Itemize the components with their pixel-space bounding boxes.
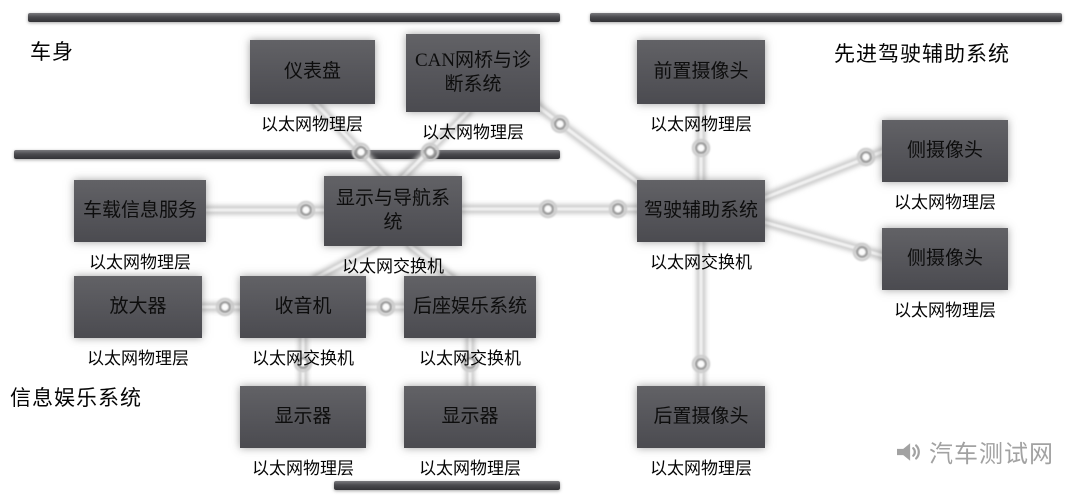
layer-label-driver-assist: 以太网交换机 — [650, 253, 752, 272]
layer-label-front-camera: 以太网物理层 — [650, 115, 752, 134]
node-label: 侧摄像头 — [906, 248, 983, 270]
node-radio: 收音机 — [240, 276, 366, 338]
node-label: 显示器 — [441, 406, 499, 428]
node-label: 放大器 — [109, 296, 167, 318]
node-label: 显示与导航系统 — [335, 188, 450, 233]
layer-label-amplifier: 以太网物理层 — [87, 349, 189, 368]
layer-label-rear-camera: 以太网物理层 — [650, 459, 752, 478]
node-display-left: 显示器 — [240, 386, 366, 448]
node-label: CAN网桥与诊断系统 — [414, 50, 532, 95]
node-label: 侧摄像头 — [906, 140, 983, 162]
node-label: 仪表盘 — [283, 61, 341, 83]
layer-label-rear-seat-entertainment: 以太网交换机 — [419, 349, 521, 368]
layer-label-telematics: 以太网物理层 — [89, 253, 191, 272]
junction-nodes — [215, 114, 876, 374]
node-rear-camera: 后置摄像头 — [637, 386, 765, 448]
node-driver-assist: 驾驶辅助系统 — [637, 180, 765, 242]
node-front-camera: 前置摄像头 — [637, 40, 765, 104]
layer-label-side-camera-top: 以太网物理层 — [894, 193, 996, 212]
node-label: 驾驶辅助系统 — [643, 200, 758, 222]
layer-label-display-nav: 以太网交换机 — [342, 257, 444, 276]
node-can-bridge: CAN网桥与诊断系统 — [406, 34, 540, 112]
node-rear-seat-entertainment: 后座娱乐系统 — [404, 276, 536, 338]
node-label: 前置摄像头 — [653, 61, 749, 83]
node-display-right: 显示器 — [404, 386, 536, 448]
node-side-camera-bottom: 侧摄像头 — [882, 228, 1008, 290]
layer-label-display-left: 以太网物理层 — [252, 459, 354, 478]
node-label: 显示器 — [274, 406, 332, 428]
node-label: 后置摄像头 — [653, 406, 749, 428]
divider-bar-infotainment-top — [14, 150, 560, 159]
node-side-camera-top: 侧摄像头 — [882, 120, 1008, 182]
node-instrument-cluster: 仪表盘 — [250, 40, 375, 104]
layer-label-radio: 以太网交换机 — [252, 349, 354, 368]
node-telematics: 车载信息服务 — [74, 180, 206, 242]
watermark-text: 汽车测试网 — [929, 442, 1054, 468]
speaker-icon — [892, 437, 922, 467]
node-display-nav: 显示与导航系统 — [324, 176, 462, 246]
watermark: 汽车测试网 — [892, 434, 1054, 469]
layer-label-side-camera-bottom: 以太网物理层 — [894, 301, 996, 320]
node-label: 车载信息服务 — [82, 200, 197, 222]
section-label-adas: 先进驾驶辅助系统 — [834, 42, 1010, 66]
divider-bar-body-top — [28, 13, 560, 22]
node-label: 后座娱乐系统 — [412, 296, 527, 318]
divider-bar-bottom — [334, 481, 560, 490]
layer-label-can-bridge: 以太网物理层 — [422, 123, 524, 142]
layer-label-instrument-cluster: 以太网物理层 — [261, 115, 363, 134]
section-label-vehicle-body: 车身 — [30, 40, 74, 64]
layer-label-display-right: 以太网物理层 — [419, 459, 521, 478]
divider-bar-adas-top — [590, 13, 1062, 22]
section-label-infotainment: 信息娱乐系统 — [10, 386, 142, 410]
node-label: 收音机 — [274, 296, 332, 318]
node-amplifier: 放大器 — [74, 276, 202, 338]
